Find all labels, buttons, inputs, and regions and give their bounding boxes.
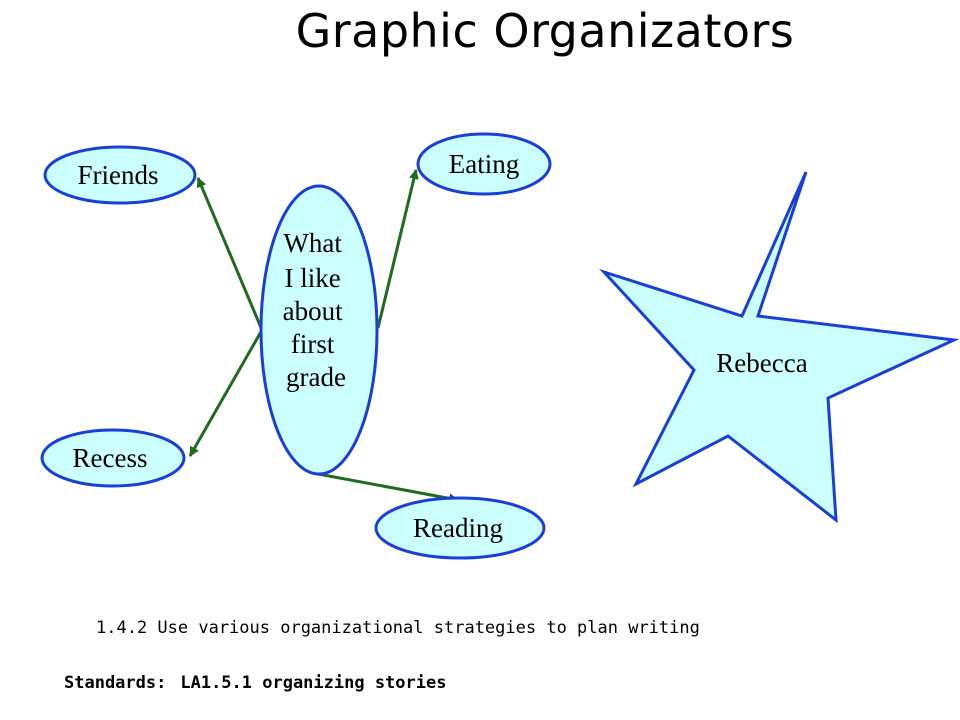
- center-text: What I like about first grade: [283, 228, 350, 392]
- arrow-to-eating: [376, 169, 419, 329]
- arrow-to-friends: [196, 177, 264, 331]
- eating-node: [416, 132, 552, 196]
- arrow-to-recess: [188, 329, 264, 457]
- slide-title: Graphic Organizators: [295, 4, 795, 58]
- star-label: Rebecca: [716, 348, 807, 378]
- recess-label: Recess: [73, 443, 148, 473]
- center-line: grade: [286, 362, 346, 392]
- objective-text: 1.4.2 Use various organizational strateg…: [96, 618, 700, 638]
- recess-node: [40, 428, 186, 488]
- standards-value: LA1.5.1 organizing stories: [180, 673, 447, 693]
- center-line: What: [283, 228, 342, 258]
- friends-node: [43, 145, 197, 205]
- arrow-to-reading: [317, 472, 459, 504]
- reading-label: Reading: [413, 513, 503, 543]
- center-ellipse: [259, 184, 379, 476]
- friends-label: Friends: [78, 160, 159, 190]
- standards-label: Standards:: [64, 673, 167, 693]
- eating-label: Eating: [449, 149, 519, 179]
- center-line: I like: [285, 263, 341, 293]
- center-line: about: [283, 296, 343, 326]
- reading-node: [374, 496, 546, 560]
- center-line: first: [291, 329, 335, 359]
- standards-line: Standards: LA1.5.1 organizing stories: [64, 673, 446, 693]
- star-shape: [599, 171, 960, 524]
